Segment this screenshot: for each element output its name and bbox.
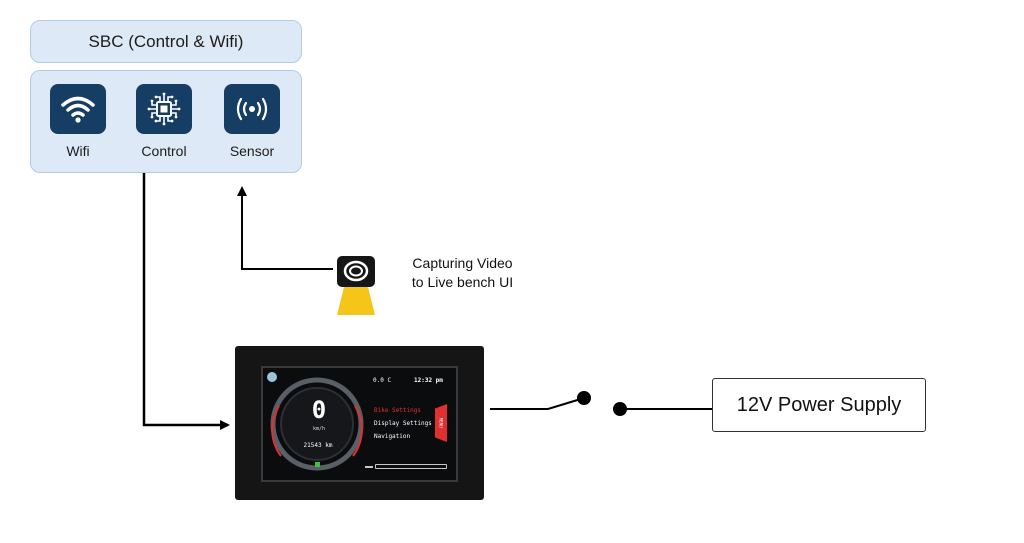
speed-unit: km/h: [312, 426, 326, 432]
power-supply-label: 12V Power Supply: [736, 393, 902, 416]
wifi-icon: [61, 96, 95, 123]
switch-contact-left: [577, 391, 591, 405]
menu-item-display-settings[interactable]: Display Settings: [374, 420, 432, 427]
camera-caption-line2: to Live bench UI: [411, 274, 514, 290]
sbc-modules-box: Wifi Control: [30, 70, 302, 173]
camera-icon: [337, 256, 375, 315]
menu-item-navigation[interactable]: Navigation: [374, 433, 411, 440]
wifi-label: Wifi: [66, 143, 90, 159]
menu-tab[interactable]: MENU: [435, 404, 447, 442]
speed-gauge: [270, 377, 364, 471]
sbc-title: SBC (Control & Wifi): [88, 31, 244, 51]
display-screen: 0 km/h 21543 km 0.0 C 12:32 pm Bike Sett…: [261, 366, 458, 482]
fuel-bar-base: [365, 460, 373, 468]
odometer: 21543 km: [303, 442, 333, 449]
display-to-switch-wire: [490, 397, 585, 410]
speed-value: 0: [311, 396, 327, 424]
clock-readout: 12:32 pm: [414, 377, 443, 384]
wifi-tile: [50, 84, 106, 134]
menu-tab-label: MENU: [438, 418, 444, 428]
control-tile: [136, 84, 192, 134]
menu-item-bike-settings[interactable]: Bike Settings: [374, 407, 421, 414]
camera-caption: Capturing Video to Live bench UI: [380, 254, 545, 292]
fuel-bar: [375, 464, 447, 469]
sensor-label: Sensor: [229, 143, 275, 159]
gauge-status-dot: [267, 372, 277, 382]
dashboard-display: 0 km/h 21543 km 0.0 C 12:32 pm Bike Sett…: [235, 346, 484, 500]
control-to-display-arrow: [142, 173, 230, 430]
sensor-tile: [224, 84, 280, 134]
sbc-title-box: SBC (Control & Wifi): [30, 20, 302, 63]
sensor-broadcast-icon: [236, 97, 268, 121]
chip-icon: [147, 92, 181, 126]
power-supply-box: 12V Power Supply: [712, 378, 926, 432]
camera-to-sensor-arrow: [237, 186, 333, 270]
gauge-indicator: [315, 462, 320, 467]
camera-caption-line1: Capturing Video: [412, 255, 513, 271]
temperature-readout: 0.0 C: [373, 377, 392, 384]
control-label: Control: [141, 143, 187, 159]
